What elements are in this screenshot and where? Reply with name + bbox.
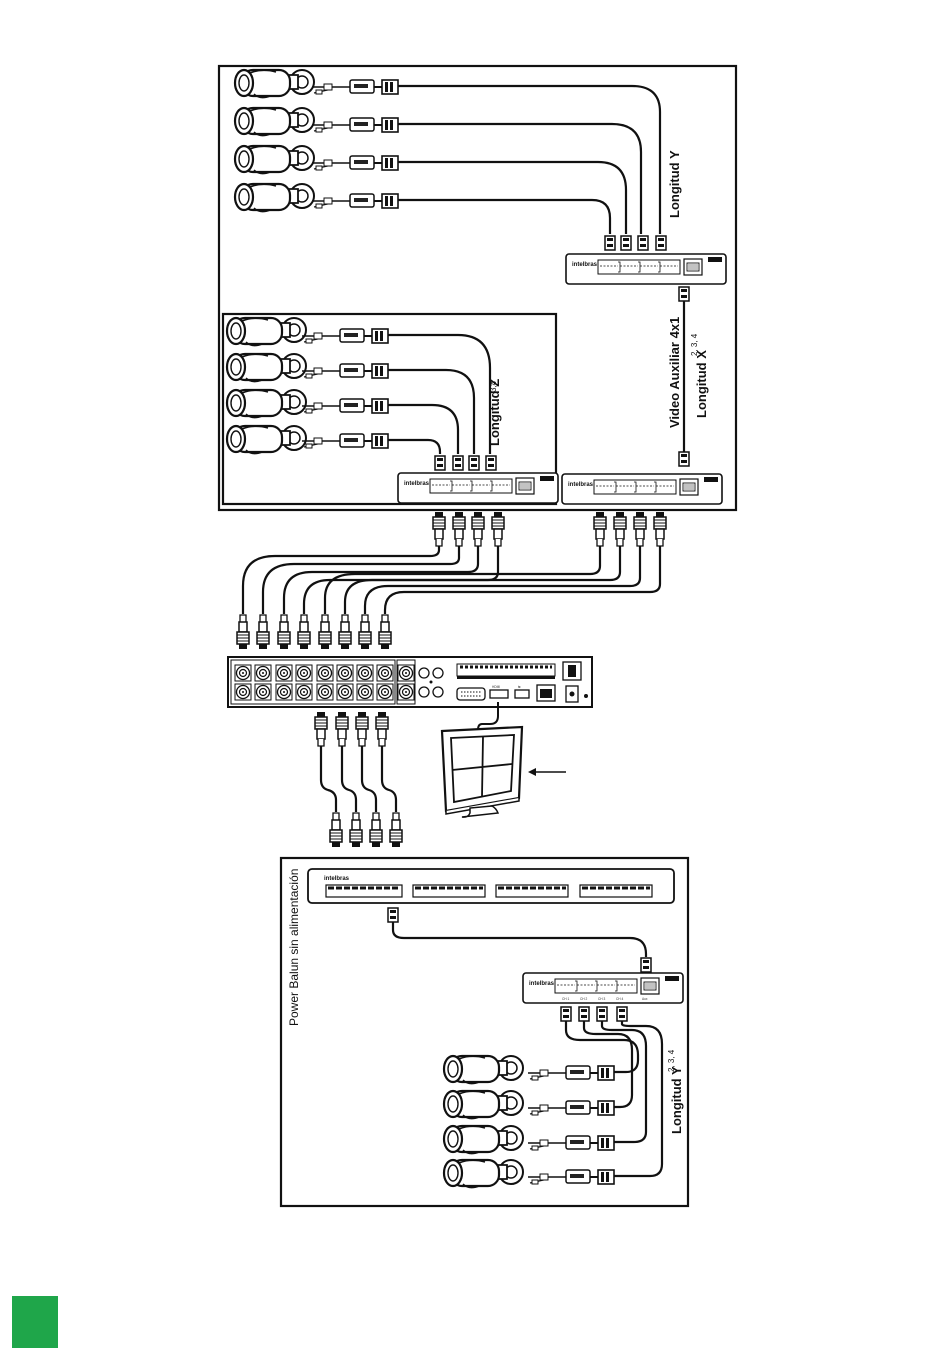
bnc-dvr-inputs: [237, 615, 391, 649]
rj45-hub-bottom-in: [641, 958, 651, 972]
svg-text:⇆: ⇆: [518, 685, 521, 689]
rj45-aux-bottom: [679, 452, 689, 466]
svg-text:CH 3: CH 3: [598, 997, 605, 1001]
dvr-rear-panel: HDMI ⇆: [228, 657, 592, 707]
camera-group-bottom: [444, 1056, 614, 1188]
cables-bottom-group: [566, 1021, 662, 1176]
arrow-pointer-icon: [528, 768, 566, 776]
label-video-auxiliar: Video Auxiliar 4x1: [667, 317, 682, 428]
hub-right: [562, 474, 722, 504]
cable-power-balun-to-hub: [393, 922, 646, 957]
svg-text:intelbras: intelbras: [568, 482, 594, 488]
rj45-top-plugs: [605, 236, 666, 250]
svg-text:intelbras: intelbras: [572, 262, 598, 268]
hub-inner: [398, 473, 558, 503]
svg-text:Aux: Aux: [642, 997, 648, 1001]
cables-inner-group: [388, 335, 490, 454]
svg-text:intelbras: intelbras: [404, 481, 430, 487]
camera-group-top: [235, 70, 398, 212]
hub-top: [566, 254, 726, 284]
rj45-aux-top: [679, 287, 689, 301]
rj45-inner-plugs: [435, 456, 496, 470]
svg-text:CH 4: CH 4: [616, 997, 623, 1001]
label-longitud-y-top: Longitud Y: [667, 150, 682, 218]
svg-text:CH 2: CH 2: [580, 997, 587, 1001]
bnc-power-balun-inputs: [330, 813, 402, 847]
label-power-balun: Power Balun sin alimentación: [287, 869, 301, 1026]
coax-cables-to-dvr: [243, 546, 660, 614]
bnc-outputs-right: [594, 512, 666, 546]
label-longitud-y-bottom-sup: 2, 3, 4: [667, 1049, 676, 1072]
label-longitud-x-sup: 2, 3, 4: [690, 333, 699, 356]
power-balun-16ch: intelbras: [308, 869, 674, 903]
svg-text:intelbras: intelbras: [529, 981, 555, 987]
label-longitud-z-sup: 3,4: [489, 380, 498, 392]
svg-text:CH 1: CH 1: [562, 997, 569, 1001]
power-balun-site-box: [281, 858, 688, 1206]
svg-text:intelbras: intelbras: [324, 876, 350, 882]
label-longitud-y-bottom: Longitud Y: [669, 1066, 684, 1134]
monitor: [442, 727, 522, 817]
bnc-outputs-inner: [433, 512, 504, 546]
rj45-power-balun-out: [388, 908, 398, 922]
coax-cables-to-power-balun: [321, 746, 396, 812]
cables-top-group: [398, 86, 660, 234]
label-longitud-x: Longitud X: [694, 350, 709, 418]
bnc-dvr-outputs: [315, 712, 388, 746]
rj45-bottom-plugs: [561, 1007, 627, 1021]
page-color-marker: [12, 1296, 58, 1348]
dvr-hdmi-label: HDMI: [492, 685, 500, 689]
camera-group-inner: [227, 318, 388, 454]
